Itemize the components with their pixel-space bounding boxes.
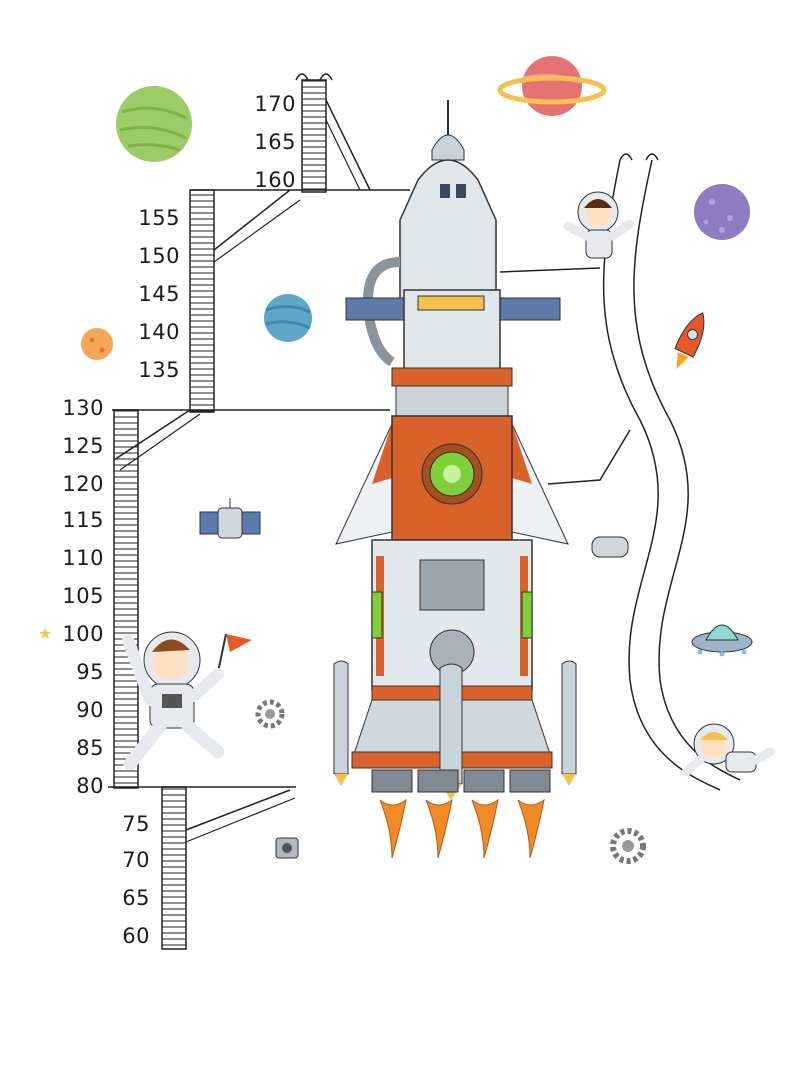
ladder-segment-3 (108, 409, 296, 789)
capsule-part-icon (591, 536, 629, 558)
ladder-segment-top (190, 73, 410, 193)
height-tick-label: 120 (62, 472, 104, 496)
camera-part-icon (275, 837, 299, 859)
height-tick-label: 105 (62, 584, 104, 608)
height-tick-label: 125 (62, 434, 104, 458)
rope-ladder (499, 153, 741, 791)
height-tick-label: 75 (122, 812, 150, 836)
height-tick-label: 115 (62, 508, 104, 532)
ringed-planet-icon (497, 56, 607, 116)
height-tick-label: 60 (122, 924, 150, 948)
height-tick-label: 145 (138, 282, 180, 306)
small-rocket-icon (674, 312, 705, 370)
gear-icon (255, 699, 285, 729)
height-tick-label: 95 (76, 660, 104, 684)
height-tick-label: 110 (62, 546, 104, 570)
height-tick-label: 155 (138, 206, 180, 230)
purple-planet-icon (694, 184, 750, 240)
green-planet-icon (116, 86, 192, 162)
rocket-illustration (333, 100, 577, 859)
astronaut-kid-with-flag (122, 631, 252, 771)
star-icon: ★ (38, 624, 53, 643)
astronaut-kid-climbing (563, 191, 635, 259)
ladder-segment-2 (112, 189, 390, 413)
blue-planet-icon (264, 294, 312, 342)
height-tick-label: 135 (138, 358, 180, 382)
height-tick-label: 150 (138, 244, 180, 268)
height-tick-label: 80 (76, 774, 104, 798)
ufo-icon (691, 624, 753, 657)
satellite-icon (199, 498, 261, 539)
height-tick-label: 100 (62, 622, 104, 646)
height-tick-label: 70 (122, 848, 150, 872)
gear-icon (610, 828, 646, 864)
height-tick-label: 140 (138, 320, 180, 344)
height-tick-label: 90 (76, 698, 104, 722)
height-tick-label: 65 (122, 886, 150, 910)
ladder-segment-bottom (161, 786, 296, 950)
height-tick-label: 160 (254, 168, 296, 192)
orange-planet-icon (81, 328, 113, 360)
height-tick-label: 170 (254, 92, 296, 116)
astronaut-kid-floating (681, 723, 775, 777)
height-tick-label: 130 (62, 396, 104, 420)
height-tick-label: 85 (76, 736, 104, 760)
height-tick-label: 165 (254, 130, 296, 154)
